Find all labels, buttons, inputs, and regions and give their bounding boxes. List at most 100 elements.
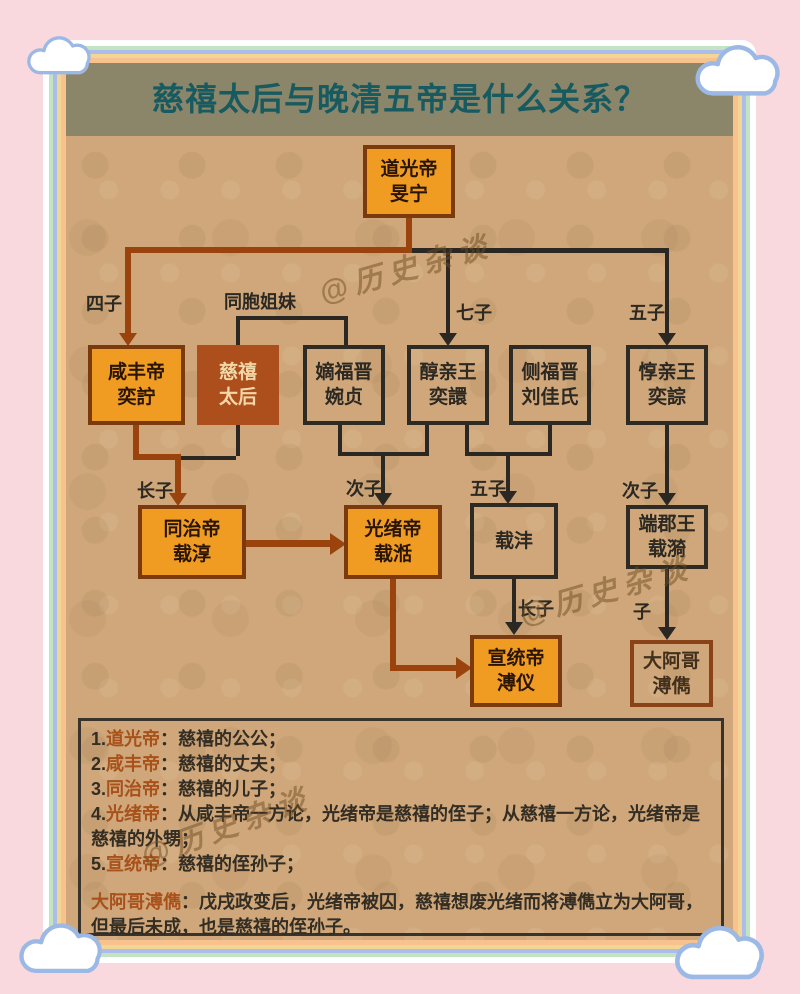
framed-infographic: 慈禧太后与晚清五帝是什么关系？ 道光帝 旻宁 四子 同胞姐妹: [66, 63, 733, 940]
node-guangxu-emperor: 光绪帝 载湉: [344, 505, 442, 579]
node-title: 惇亲王: [638, 362, 696, 383]
family-tree-canvas: 道光帝 旻宁 四子 同胞姐妹 七子 五子 咸丰帝: [66, 136, 733, 940]
connector-line: [390, 665, 458, 671]
connector-line: [179, 456, 236, 460]
node-title: 载沣: [494, 530, 533, 552]
node-title: 大阿哥: [642, 650, 700, 672]
cloud-icon: [27, 36, 91, 75]
note-number: 2.: [91, 754, 107, 774]
cloud-icon: [19, 923, 102, 974]
note-number: 5.: [91, 854, 107, 874]
arrow-right-icon: [456, 657, 472, 679]
node-xuantong-emperor-puyi: 宣统帝 溥仪: [470, 635, 562, 707]
arrow-down-icon: [505, 622, 523, 635]
note-number: 4.: [91, 804, 107, 824]
arrow-right-icon: [330, 533, 346, 555]
note-colon: ：: [160, 754, 179, 774]
node-empress-dowager-cixi: 慈禧 太后: [197, 345, 279, 425]
connector-line: [381, 452, 385, 493]
node-liujiashi: 侧福晋 刘佳氏: [509, 345, 591, 425]
note-colon: ：: [160, 779, 179, 799]
edge-label-son-bottom: 子: [633, 602, 651, 622]
note-line: 3.同治帝：慈禧的儿子；: [91, 777, 711, 802]
note-text: 从咸丰帝一方论，光绪帝是慈禧的侄子；从慈禧一方论，光绪帝是慈禧的外甥；: [91, 804, 701, 849]
node-subtitle: 旻宁: [389, 183, 428, 205]
connector-line: [236, 316, 348, 320]
node-subtitle: 载淳: [172, 544, 211, 565]
note-line-daage: 大阿哥溥儁：戊戌政变后，光绪帝被囚，慈禧想废光绪而将溥儁立为大阿哥，但最后未成，…: [91, 890, 711, 940]
node-title: 宣统帝: [487, 648, 545, 669]
node-subtitle: 载漪: [647, 539, 686, 560]
node-daoguang-emperor: 道光帝 旻宁: [363, 145, 455, 218]
connector-line: [125, 247, 412, 253]
arrow-down-icon: [499, 491, 517, 504]
note-emperor-name: 大阿哥溥儁: [91, 892, 181, 912]
connector-line: [246, 540, 332, 547]
node-title: 咸丰帝: [107, 362, 165, 383]
note-text: 慈禧的侄孙子；: [178, 854, 305, 874]
node-title: 端郡王: [638, 514, 696, 535]
node-yicong-prince-dun: 惇亲王 奕誴: [626, 345, 708, 425]
note-line: 2.咸丰帝：慈禧的丈夫；: [91, 752, 711, 777]
note-emperor-name: 道光帝: [106, 729, 161, 749]
note-number: 3.: [91, 779, 107, 799]
note-emperor-name: 光绪帝: [106, 804, 161, 824]
connector-line: [133, 454, 181, 460]
node-wanzhen: 嫡福晋 婉贞: [303, 345, 385, 425]
connector-line: [665, 248, 669, 333]
note-text: 慈禧的公公；: [178, 729, 287, 749]
edge-label-fifth-son-middle: 五子: [470, 479, 506, 499]
node-duanjunwang-zaiyi: 端郡王 载漪: [626, 505, 708, 569]
node-xianfeng-emperor: 咸丰帝 奕詝: [88, 345, 185, 425]
node-subtitle: 婉贞: [324, 387, 363, 408]
node-daage-pujun: 大阿哥 溥儁: [630, 640, 713, 707]
connector-line: [446, 248, 450, 333]
node-title: 同治帝: [163, 519, 221, 540]
node-yixuan-prince-chun: 醇亲王 奕譞: [407, 345, 489, 425]
note-line: 4.光绪帝：从咸丰帝一方论，光绪帝是慈禧的侄子；从慈禧一方论，光绪帝是慈禧的外甥…: [91, 802, 711, 852]
connector-line: [512, 579, 516, 622]
note-colon: ：: [160, 804, 179, 824]
connector-line: [236, 425, 240, 456]
connector-line: [175, 454, 181, 493]
connector-line: [412, 248, 669, 253]
title-band: 慈禧太后与晚清五帝是什么关系？: [66, 63, 733, 136]
connector-line: [133, 425, 139, 456]
note-colon: ：: [181, 892, 199, 912]
node-subtitle: 奕詝: [117, 387, 156, 408]
node-subtitle: 太后: [218, 387, 257, 408]
page-title: 慈禧太后与晚清五帝是什么关系？: [151, 81, 647, 117]
node-title: 侧福晋: [521, 362, 579, 383]
note-emperor-name: 同治帝: [106, 779, 161, 799]
edge-label-sibling-sisters: 同胞姐妹: [224, 292, 296, 312]
connector-line: [465, 425, 469, 455]
connector-line: [665, 425, 669, 493]
arrow-down-icon: [658, 627, 676, 640]
edge-label-eldest-son-bottom: 长子: [518, 599, 554, 619]
cloud-icon: [675, 925, 764, 980]
node-subtitle: 刘佳氏: [521, 387, 579, 408]
edge-label-seventh-son: 七子: [456, 303, 492, 323]
edge-label-second-son-right: 次子: [622, 481, 658, 501]
edge-label-eldest-son: 长子: [137, 481, 173, 501]
connector-line: [506, 452, 510, 491]
note-text: 慈禧的丈夫；: [178, 754, 287, 774]
connector-line: [125, 247, 131, 333]
note-emperor-name: 宣统帝: [106, 854, 161, 874]
connector-line: [338, 425, 342, 455]
connector-line: [236, 316, 240, 345]
note-emperor-name: 咸丰帝: [106, 754, 161, 774]
arrow-down-icon: [374, 493, 392, 506]
node-subtitle: 载湉: [373, 544, 412, 565]
explanation-panel: 1.道光帝：慈禧的公公； 2.咸丰帝：慈禧的丈夫； 3.同治帝：慈禧的儿子； 4…: [78, 718, 724, 937]
node-title: 嫡福晋: [315, 362, 373, 383]
arrow-down-icon: [119, 333, 137, 346]
node-subtitle: 溥仪: [496, 673, 535, 694]
connector-line: [665, 569, 669, 627]
connector-line: [425, 425, 429, 455]
note-colon: ：: [160, 729, 179, 749]
connector-line: [548, 425, 552, 455]
node-title: 道光帝: [380, 158, 438, 180]
note-colon: ：: [160, 854, 179, 874]
